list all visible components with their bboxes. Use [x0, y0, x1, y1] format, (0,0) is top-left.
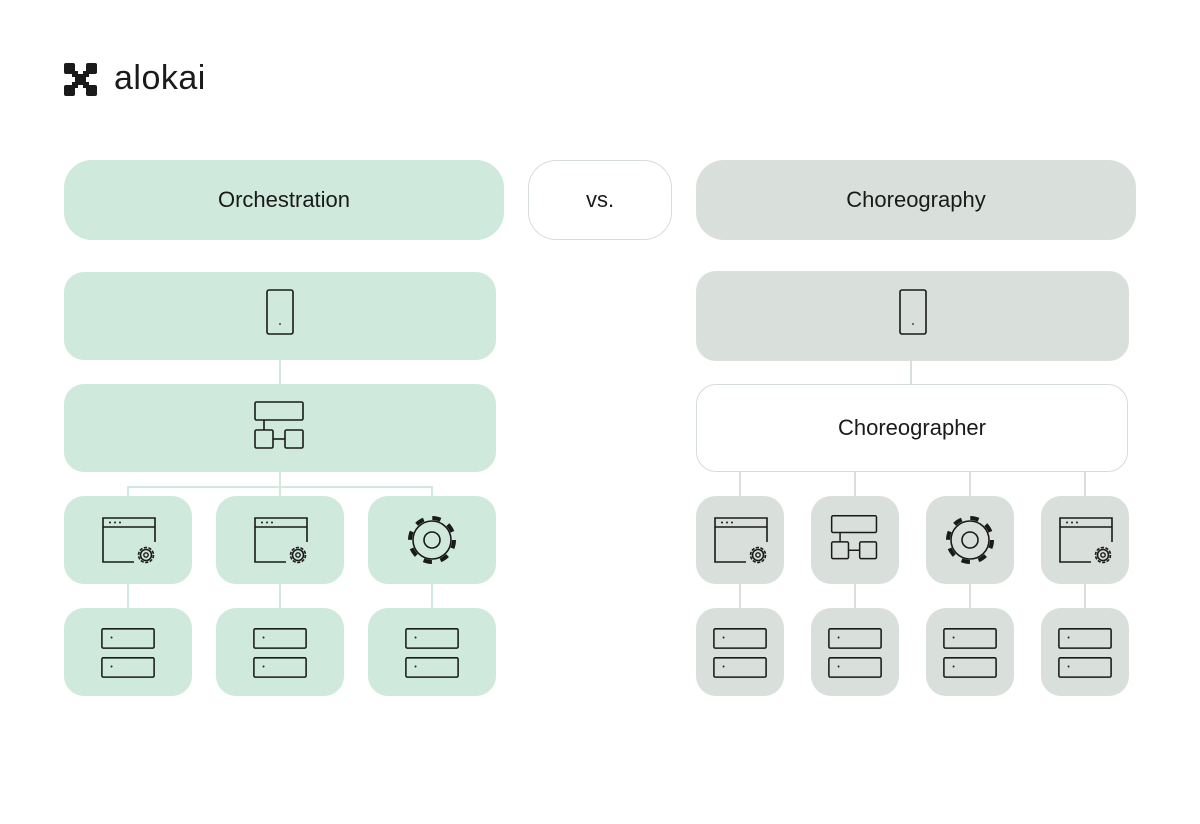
connector-line — [279, 486, 281, 496]
choreographer-label: Choreographer — [838, 415, 986, 440]
connector-line — [279, 584, 281, 608]
choreography-label: Choreography — [846, 187, 986, 212]
database-icon — [941, 622, 999, 682]
app-settings-icon — [1055, 510, 1115, 570]
connector-line — [739, 472, 741, 496]
alokai-logo-icon — [64, 63, 97, 96]
database-icon — [711, 622, 769, 682]
connector-line — [969, 584, 971, 608]
orchestrator-box — [64, 384, 496, 472]
database-icon — [99, 622, 157, 682]
connector-line — [1084, 472, 1086, 496]
orchestration-database-box — [368, 608, 496, 696]
workflow-icon — [827, 512, 883, 568]
choreography-client-box — [696, 271, 1129, 361]
phone-icon — [893, 286, 933, 346]
orchestration-service-box — [64, 496, 192, 584]
connector-line — [279, 360, 281, 384]
connector-line — [739, 584, 741, 608]
choreography-database-box — [926, 608, 1014, 696]
orchestration-header: Orchestration — [64, 160, 504, 240]
connector-line — [279, 472, 281, 486]
database-icon — [1056, 622, 1114, 682]
orchestration-service-box — [368, 496, 496, 584]
database-icon — [403, 622, 461, 682]
connector-line — [431, 584, 433, 608]
choreography-service-box — [1041, 496, 1129, 584]
choreography-database-box — [811, 608, 899, 696]
connector-line — [127, 584, 129, 608]
orchestration-service-box — [216, 496, 344, 584]
orchestration-database-box — [216, 608, 344, 696]
choreography-header: Choreography — [696, 160, 1136, 240]
connector-line — [127, 486, 129, 496]
choreography-service-box — [811, 496, 899, 584]
app-settings-icon — [98, 510, 158, 570]
choreography-service-box — [926, 496, 1014, 584]
connector-line — [431, 486, 433, 496]
brand-logo: alokai — [64, 59, 206, 98]
orchestration-database-box — [64, 608, 192, 696]
gear-icon — [940, 510, 1000, 570]
vs-header: vs. — [528, 160, 672, 240]
workflow-icon — [250, 398, 310, 458]
choreography-service-box — [696, 496, 784, 584]
app-settings-icon — [710, 510, 770, 570]
choreographer-box: Choreographer — [696, 384, 1128, 472]
connector-line — [854, 584, 856, 608]
database-icon — [826, 622, 884, 682]
connector-line — [854, 472, 856, 496]
orchestration-label: Orchestration — [217, 187, 351, 212]
app-settings-icon — [250, 510, 310, 570]
vs-label: vs. — [585, 187, 615, 212]
connector-line — [1084, 584, 1086, 608]
connector-line — [969, 472, 971, 496]
orchestration-client-box — [64, 272, 496, 360]
database-icon — [251, 622, 309, 682]
brand-name: alokai — [114, 59, 206, 97]
gear-icon — [402, 510, 462, 570]
choreography-database-box — [696, 608, 784, 696]
phone-icon — [260, 286, 300, 346]
choreography-database-box — [1041, 608, 1129, 696]
connector-line — [910, 361, 912, 385]
